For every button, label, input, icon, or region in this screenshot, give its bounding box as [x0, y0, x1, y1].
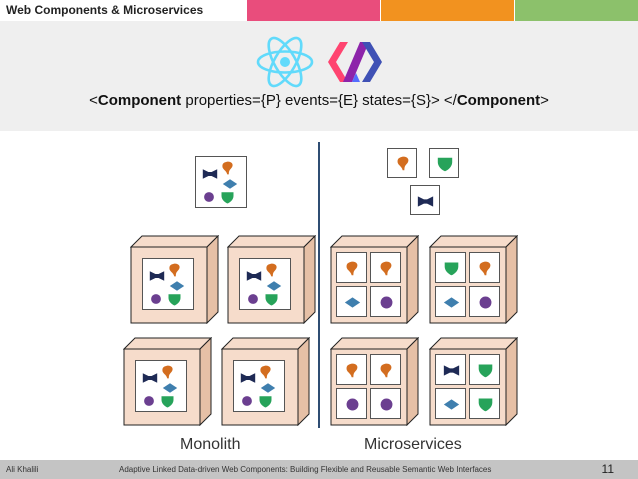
- microservice-tile: [370, 354, 401, 385]
- monolith-component-tile: [142, 258, 194, 310]
- header-bar-pink: [247, 0, 380, 21]
- bowtie-shape-icon: [443, 365, 460, 376]
- formula-gt: >: [540, 92, 549, 109]
- bowtie-shape-icon: [149, 271, 165, 281]
- monolith-component-tile: [195, 156, 247, 208]
- drop-shape-icon: [380, 363, 392, 378]
- microservice-tile: [336, 286, 367, 317]
- shield-shape-icon: [478, 364, 493, 378]
- formula-band: [0, 21, 638, 131]
- microservice-tile: [469, 286, 500, 317]
- circle-shape-icon: [479, 296, 492, 309]
- diamond-shape-icon: [344, 297, 361, 308]
- bowtie-shape-icon: [240, 373, 256, 383]
- drop-shape-icon: [162, 365, 173, 379]
- microservice-tile: [370, 388, 401, 419]
- monolith-component-tile: [233, 360, 285, 412]
- microservice-tile: [370, 252, 401, 283]
- microservice-tile: [370, 286, 401, 317]
- diamond-shape-icon: [260, 383, 276, 393]
- drop-shape-icon: [479, 261, 491, 276]
- drop-shape-icon: [380, 261, 392, 276]
- microservice-tile: [429, 148, 459, 178]
- shield-shape-icon: [168, 294, 181, 306]
- microservice-tile: [387, 148, 417, 178]
- shield-shape-icon: [478, 398, 493, 412]
- circle-shape-icon: [204, 192, 214, 202]
- formula-close-tag: Component: [456, 92, 541, 109]
- drop-shape-icon: [266, 263, 277, 277]
- drop-shape-icon: [260, 365, 271, 379]
- microservice-tile: [336, 388, 367, 419]
- microservice-tile: [435, 354, 466, 385]
- diamond-shape-icon: [222, 179, 238, 189]
- drop-shape-icon: [169, 263, 180, 277]
- circle-shape-icon: [380, 296, 393, 309]
- drop-shape-icon: [346, 261, 358, 276]
- microservice-tile: [469, 388, 500, 419]
- monolith-component-tile: [239, 258, 291, 310]
- bowtie-shape-icon: [202, 169, 218, 179]
- shield-shape-icon: [437, 157, 453, 172]
- drop-shape-icon: [397, 156, 409, 171]
- shield-shape-icon: [221, 192, 234, 204]
- microservices-caption: Microservices: [364, 436, 462, 453]
- drop-shape-icon: [222, 161, 233, 175]
- footer-author: Ali Khalili: [6, 465, 39, 474]
- microservice-tile: [410, 185, 440, 215]
- header-bar-orange: [381, 0, 514, 21]
- section-divider: [318, 142, 320, 428]
- slide-title: Web Components & Microservices: [0, 0, 211, 21]
- bowtie-shape-icon: [246, 271, 262, 281]
- circle-shape-icon: [248, 294, 258, 304]
- diamond-shape-icon: [169, 281, 185, 291]
- microservice-tile: [435, 252, 466, 283]
- formula-attributes: properties={P} events={E} states={S}> </: [181, 92, 457, 109]
- circle-shape-icon: [346, 398, 359, 411]
- shield-shape-icon: [161, 396, 174, 408]
- microservice-tile: [469, 354, 500, 385]
- bowtie-shape-icon: [142, 373, 158, 383]
- shield-shape-icon: [259, 396, 272, 408]
- monolith-component-tile: [135, 360, 187, 412]
- diamond-shape-icon: [443, 297, 460, 308]
- page-number: 11: [601, 462, 614, 476]
- footer-talk-title: Adaptive Linked Data-driven Web Componen…: [119, 465, 492, 474]
- diamond-shape-icon: [266, 281, 282, 291]
- monolith-caption: Monolith: [180, 436, 241, 453]
- circle-shape-icon: [151, 294, 161, 304]
- diamond-shape-icon: [162, 383, 178, 393]
- circle-shape-icon: [380, 398, 393, 411]
- formula-open-tag: Component: [97, 92, 182, 109]
- microservice-tile: [336, 252, 367, 283]
- circle-shape-icon: [144, 396, 154, 406]
- drop-shape-icon: [346, 363, 358, 378]
- component-formula: <Component properties={P} events={E} sta…: [0, 92, 638, 109]
- polymer-logo-icon: [328, 42, 382, 82]
- microservice-tile: [336, 354, 367, 385]
- shield-shape-icon: [444, 262, 459, 276]
- formula-lt: <: [89, 92, 98, 109]
- microservice-tile: [435, 388, 466, 419]
- bowtie-shape-icon: [417, 196, 434, 207]
- footer-bar: [0, 460, 638, 479]
- header-bar-green: [515, 0, 638, 21]
- circle-shape-icon: [242, 396, 252, 406]
- diamond-shape-icon: [443, 399, 460, 410]
- react-logo-icon: [256, 36, 314, 88]
- microservice-tile: [469, 252, 500, 283]
- shield-shape-icon: [265, 294, 278, 306]
- microservice-tile: [435, 286, 466, 317]
